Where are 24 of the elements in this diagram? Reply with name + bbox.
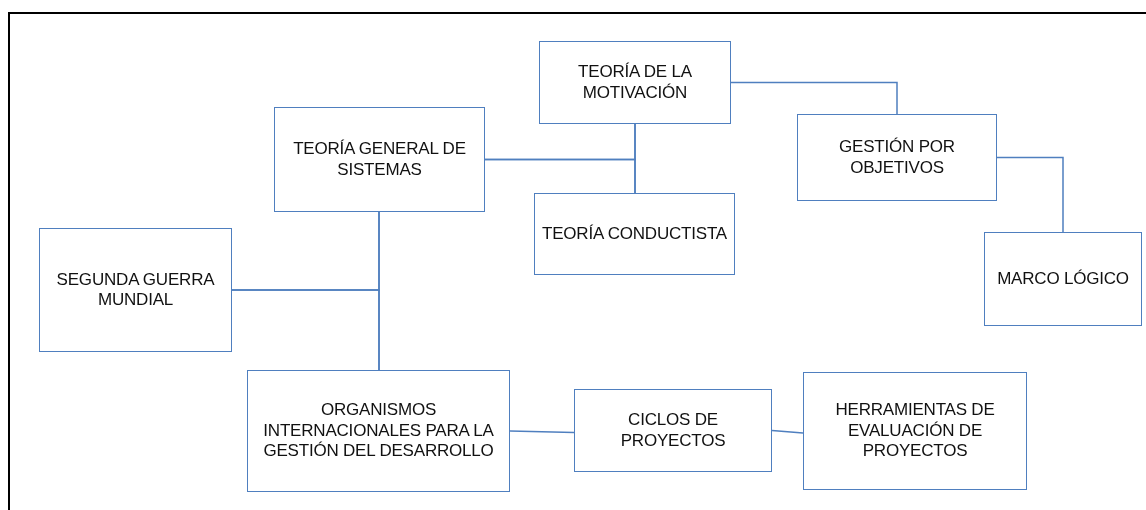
box-label: ORGANISMOS INTERNACIONALES PARA LA GESTIÓN DEL DESARROLLO xyxy=(262,400,495,462)
box-label: TEORÍA DE LA MOTIVACIÓN xyxy=(577,62,693,103)
concept-box xyxy=(274,107,485,212)
box-label: TEORÍA GENERAL DE SISTEMAS xyxy=(292,139,467,180)
box-label: TEORÍA CONDUCTISTA xyxy=(542,223,727,245)
box-label: SEGUNDA GUERRA MUNDIAL xyxy=(55,269,216,311)
connector-line xyxy=(231,289,380,371)
box-label: GESTIÓN POR OBJETIVOS xyxy=(838,137,956,178)
box-label: MARCO LÓGICO xyxy=(997,268,1129,290)
connector-line xyxy=(509,430,575,434)
box-label: CICLOS DE PROYECTOS xyxy=(619,410,727,451)
concept-box xyxy=(247,370,510,492)
concept-box xyxy=(984,232,1142,326)
box-label: HERRAMIENTAS DE EVALUACIÓN DE PROYECTOS xyxy=(834,400,996,462)
connector-line xyxy=(484,158,636,194)
concept-box xyxy=(803,372,1027,490)
concept-box xyxy=(534,193,735,275)
concept-box xyxy=(39,228,232,352)
connector-line xyxy=(771,429,804,434)
concept-box xyxy=(797,114,997,201)
connector-line xyxy=(730,81,898,115)
concept-box xyxy=(539,41,731,124)
connector-line xyxy=(996,156,1064,233)
concept-box xyxy=(574,389,772,472)
